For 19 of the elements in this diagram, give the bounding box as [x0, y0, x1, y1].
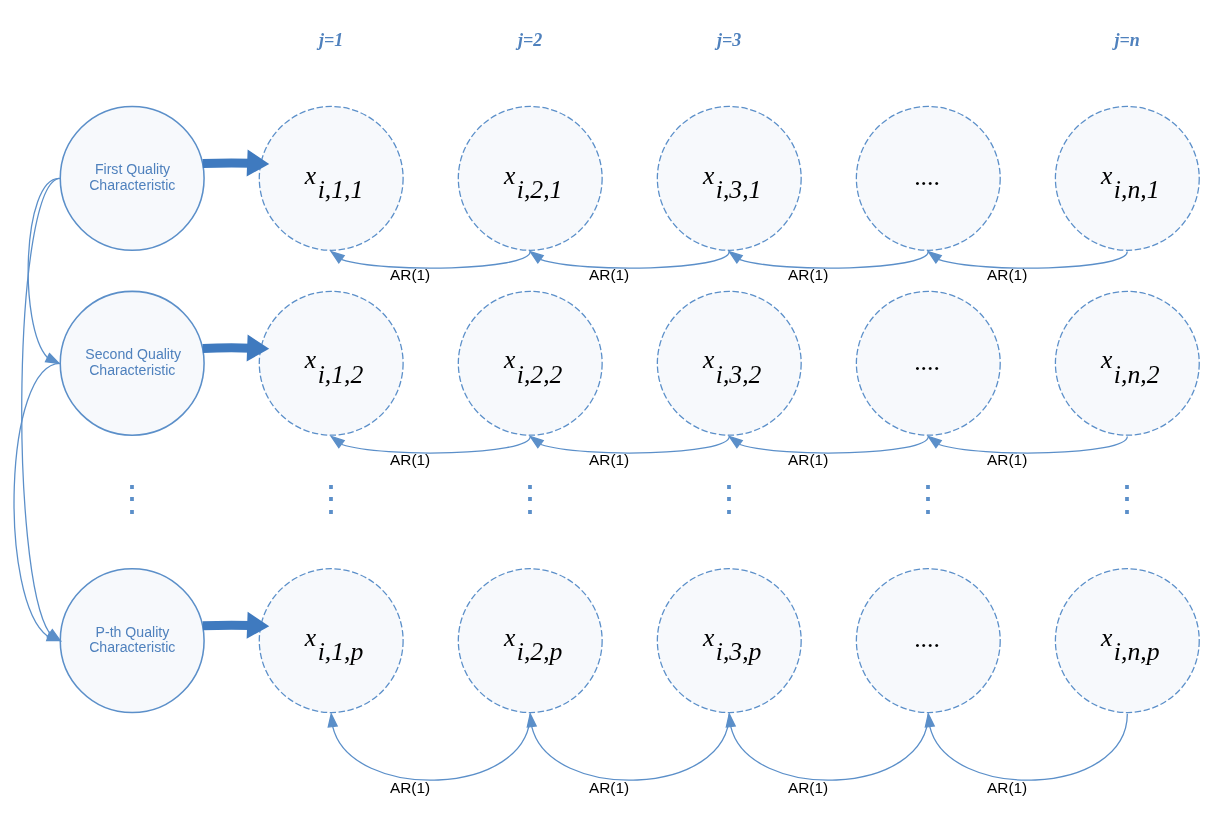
- edge-label: AR(1): [788, 450, 829, 468]
- edge-label: AR(1): [390, 265, 431, 283]
- edge-label: AR(1): [589, 450, 630, 468]
- edge-label: AR(1): [389, 778, 431, 795]
- edge-label: AR(1): [788, 265, 829, 283]
- label: ⋮: [711, 478, 748, 519]
- label: j=n: [1114, 29, 1140, 50]
- edge-label: AR(1): [987, 778, 1028, 795]
- edge-label: AR(1): [390, 450, 431, 468]
- label: ⋮: [313, 478, 350, 519]
- edge-label: AR(1): [589, 265, 630, 283]
- label: ⋮: [512, 478, 549, 519]
- label: ⋮: [114, 478, 151, 519]
- edge-label: AR(1): [987, 450, 1028, 468]
- edge-label: AR(1): [987, 265, 1028, 283]
- label: ⋮: [910, 478, 947, 519]
- label: ⋮: [1109, 478, 1146, 519]
- edge-label: AR(1): [588, 778, 630, 795]
- edge-label: AR(1): [787, 778, 829, 795]
